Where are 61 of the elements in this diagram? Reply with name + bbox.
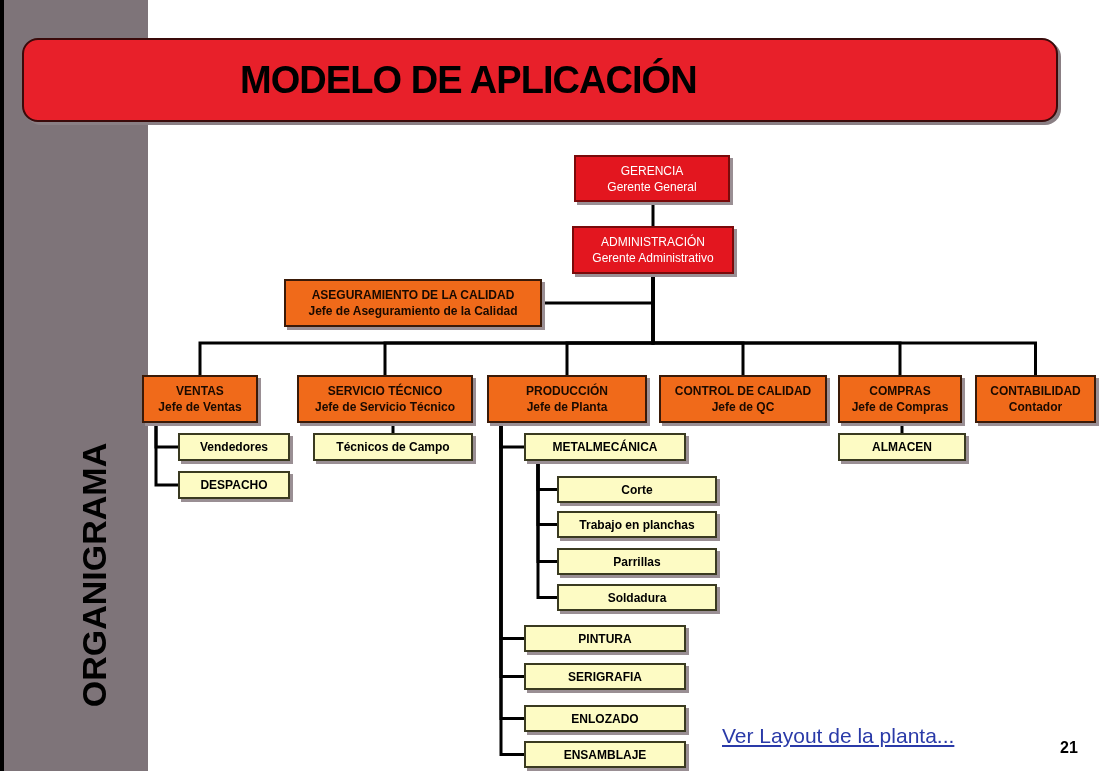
connector-line [651, 274, 1037, 375]
box-title: ENLOZADO [571, 710, 639, 727]
title: MODELO DE APLICACIÓN [240, 57, 697, 103]
org-box [838, 433, 966, 461]
box-title: ASEGURAMIENTO DE LA CALIDAD [311, 287, 515, 303]
org-box [313, 433, 473, 461]
org-box [178, 471, 290, 499]
org-box [557, 476, 717, 503]
connector-line [536, 461, 557, 599]
org-box [557, 548, 717, 575]
box-subtitle: Gerente Administrativo [592, 250, 714, 266]
box-title: PINTURA [578, 630, 632, 647]
box-subtitle: Contador [1008, 399, 1063, 415]
org-box [572, 226, 734, 274]
box-title: SERIGRAFIA [568, 668, 642, 685]
layout-link: Ver Layout de la planta... [722, 723, 955, 749]
box-title: CONTABILIDAD [990, 383, 1081, 399]
page-number: 21 [1060, 738, 1078, 758]
org-box [524, 433, 686, 461]
org-box [178, 433, 290, 461]
box-title: Soldadura [607, 589, 667, 606]
box-title: VENTAS [176, 383, 224, 399]
org-box [659, 375, 827, 423]
box-subtitle: Jefe de QC [711, 399, 775, 415]
org-box [975, 375, 1096, 423]
org-box [838, 375, 962, 423]
org-box [297, 375, 473, 423]
box-title: CONTROL DE CALIDAD [674, 383, 812, 399]
connector-line [651, 202, 655, 226]
org-box [557, 584, 717, 611]
box-title: PRODUCCIÓN [526, 383, 608, 399]
box-title: Corte [621, 481, 653, 498]
org-box [487, 375, 647, 423]
box-title: Trabajo en planchas [579, 516, 695, 533]
box-title: METALMECÁNICA [552, 439, 658, 455]
box-title: ALMACEN [872, 439, 932, 455]
box-title: ADMINISTRACIÓN [601, 234, 705, 250]
box-subtitle: Jefe de Planta [526, 399, 608, 415]
org-box [142, 375, 258, 423]
org-box [524, 741, 686, 768]
org-box [557, 511, 717, 538]
box-subtitle: Gerente General [607, 178, 697, 195]
connector-line [154, 423, 178, 487]
box-title: DESPACHO [200, 477, 268, 493]
box-title: Vendedores [200, 439, 268, 455]
box-subtitle: Jefe de Compras [851, 399, 949, 415]
box-title: Técnicos de Campo [336, 439, 450, 455]
box-title: Parrillas [613, 553, 661, 570]
box-subtitle: Jefe de Ventas [158, 399, 242, 415]
box-title: GERENCIA [620, 162, 684, 179]
box-title: ENSAMBLAJE [563, 746, 647, 763]
org-box [284, 279, 542, 327]
vertical-label: ORGANIGRAMA [74, 441, 114, 710]
box-title: SERVICIO TÉCNICO [327, 383, 443, 399]
box-subtitle: Jefe de Aseguramiento de la Calidad [308, 303, 518, 319]
box-title: COMPRAS [869, 383, 931, 399]
org-box [524, 663, 686, 690]
org-box [524, 705, 686, 732]
box-subtitle: Jefe de Servicio Técnico [314, 399, 456, 415]
org-box [524, 625, 686, 652]
org-box [574, 155, 730, 202]
